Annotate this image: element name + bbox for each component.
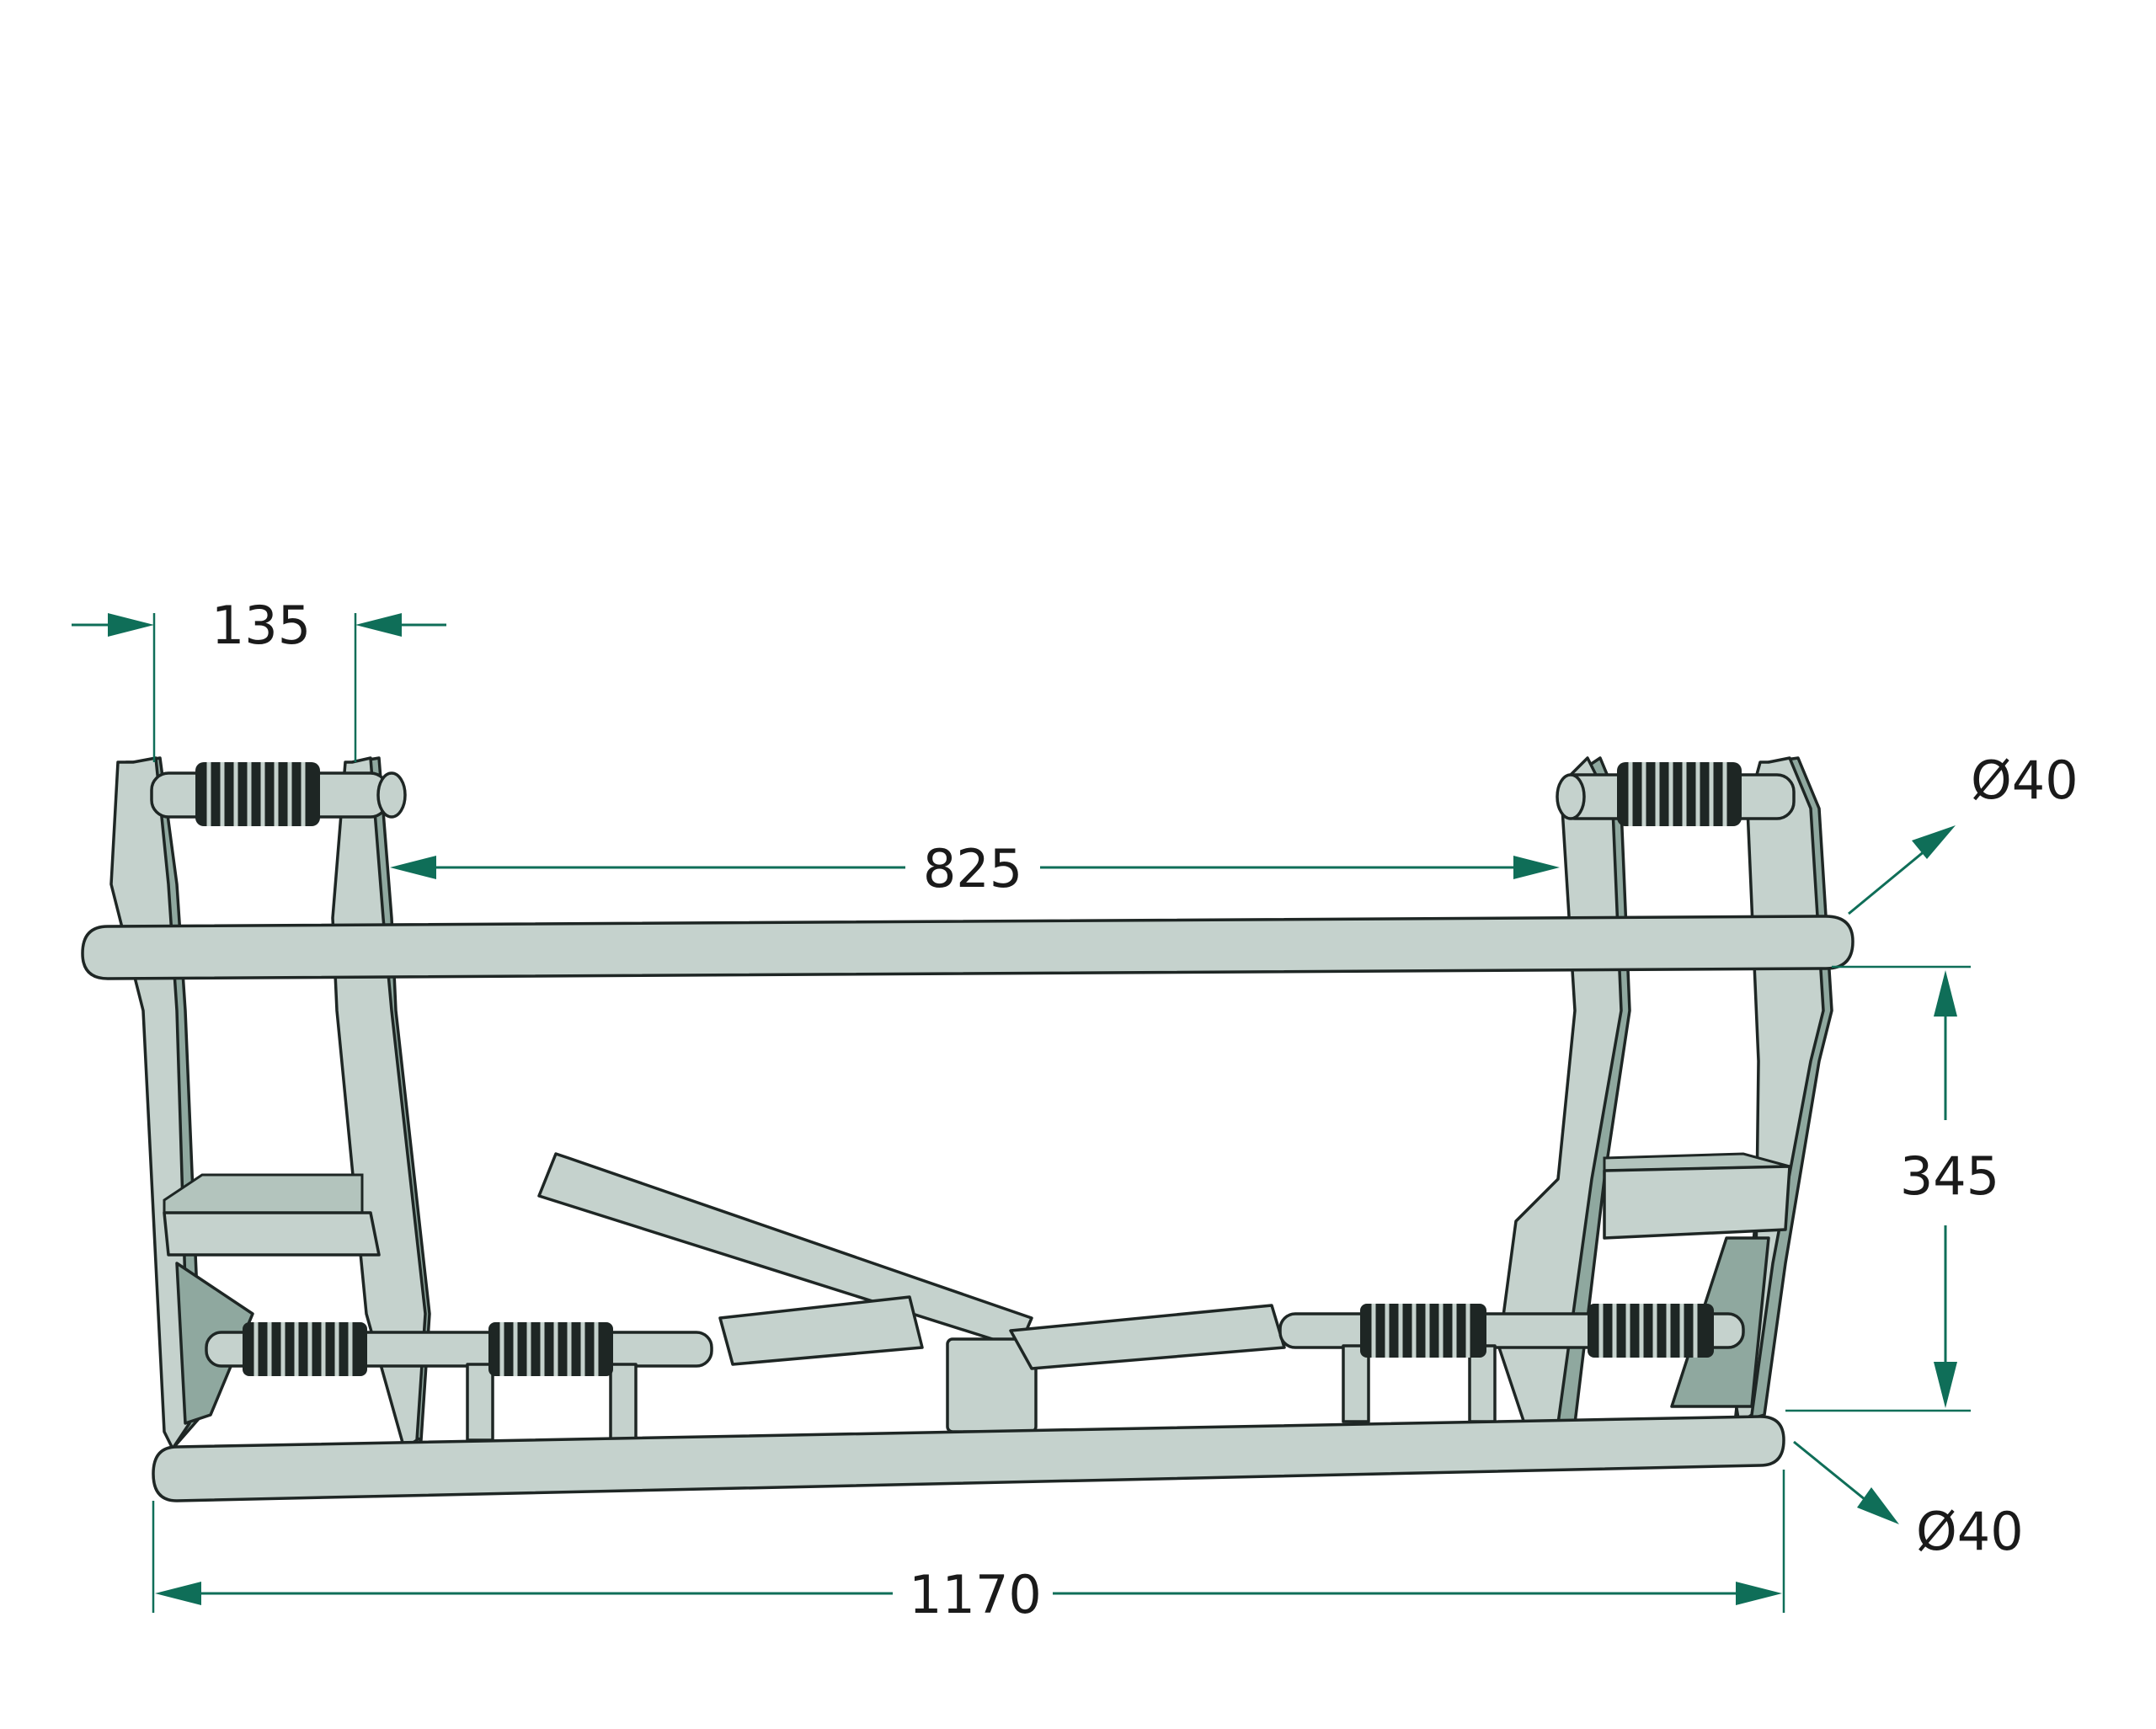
arrow-right-icon (1513, 856, 1560, 879)
release-lever (537, 1152, 1286, 1433)
dimension-inner-span: 825 (390, 838, 1560, 899)
arrow-left-icon (155, 1582, 201, 1605)
arrow-right-icon (1736, 1582, 1782, 1605)
arrow-up-icon (1934, 970, 1957, 1017)
top-left-spring (195, 762, 320, 826)
bottom-right-spring-outer (1588, 1304, 1714, 1358)
top-tube (81, 915, 1854, 980)
bottom-right-rod (1278, 1304, 1745, 1423)
arrow-right-icon (108, 613, 154, 637)
top-left-pin (150, 762, 407, 826)
bottom-tube (152, 1415, 1785, 1502)
dimension-bottom-tube-diameter: Ø40 (1793, 1440, 2024, 1562)
top-right-spring (1617, 762, 1742, 826)
quick-hitch-frame (81, 756, 1854, 1502)
bottom-right-spring-inner (1360, 1304, 1486, 1358)
bottom-left-spring-inner (488, 1322, 613, 1376)
left-cross-brace (163, 1173, 381, 1425)
dimension-top-tube-diameter: Ø40 (1848, 750, 2079, 915)
dimension-bottom-tube-diameter-label: Ø40 (1916, 1501, 2024, 1562)
dimension-overall-width: 1170 (152, 1470, 1785, 1625)
arrow-down-icon (1934, 1362, 1957, 1408)
bottom-left-rod (205, 1322, 713, 1442)
dimension-plate-spacing-label: 135 (211, 595, 311, 656)
dimension-plate-spacing: 135 (72, 595, 446, 762)
dimension-top-tube-diameter-label: Ø40 (1971, 750, 2079, 811)
dimension-inner-span-label: 825 (923, 838, 1022, 899)
arrow-diagonal-icon (1857, 1487, 1899, 1524)
top-right-pin (1556, 762, 1796, 826)
arrow-left-icon (390, 856, 436, 879)
arrow-diagonal-icon (1912, 825, 1956, 859)
arrow-left-icon (355, 613, 402, 637)
dimension-height: 345 (1785, 965, 1999, 1412)
dimension-height-label: 345 (1900, 1145, 1999, 1207)
dimension-overall-width-label: 1170 (909, 1564, 1042, 1625)
bottom-left-spring-outer (243, 1322, 367, 1376)
